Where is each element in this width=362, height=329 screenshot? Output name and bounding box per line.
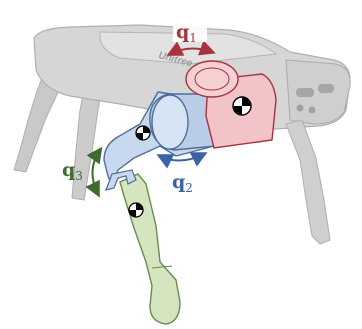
q3-subscript: 3 [75,169,83,183]
q1-symbol: q [176,21,189,43]
calf-link [120,174,180,324]
q1-subscript: 1 [189,31,197,45]
q2-subscript: 2 [185,181,193,195]
robot-head [286,60,350,124]
robot-sensor [297,105,304,112]
q3-symbol: q [62,159,75,181]
robot-front-leg-right [286,120,330,244]
hip-com-marker [233,97,251,115]
robot-sensor [309,107,316,114]
q3-rotation-arrow [92,150,100,194]
calf-com-marker [129,203,143,217]
thigh-link [104,92,216,190]
thigh-motor-face [152,95,188,149]
q2-symbol: q [172,171,185,193]
hip-motor-cap [186,61,238,97]
robot-front-slot [318,84,334,93]
robot-front-slot [296,88,314,97]
q2-label: q2 [172,171,193,195]
thigh-com-marker [136,126,150,140]
calf-link-body [120,174,180,324]
